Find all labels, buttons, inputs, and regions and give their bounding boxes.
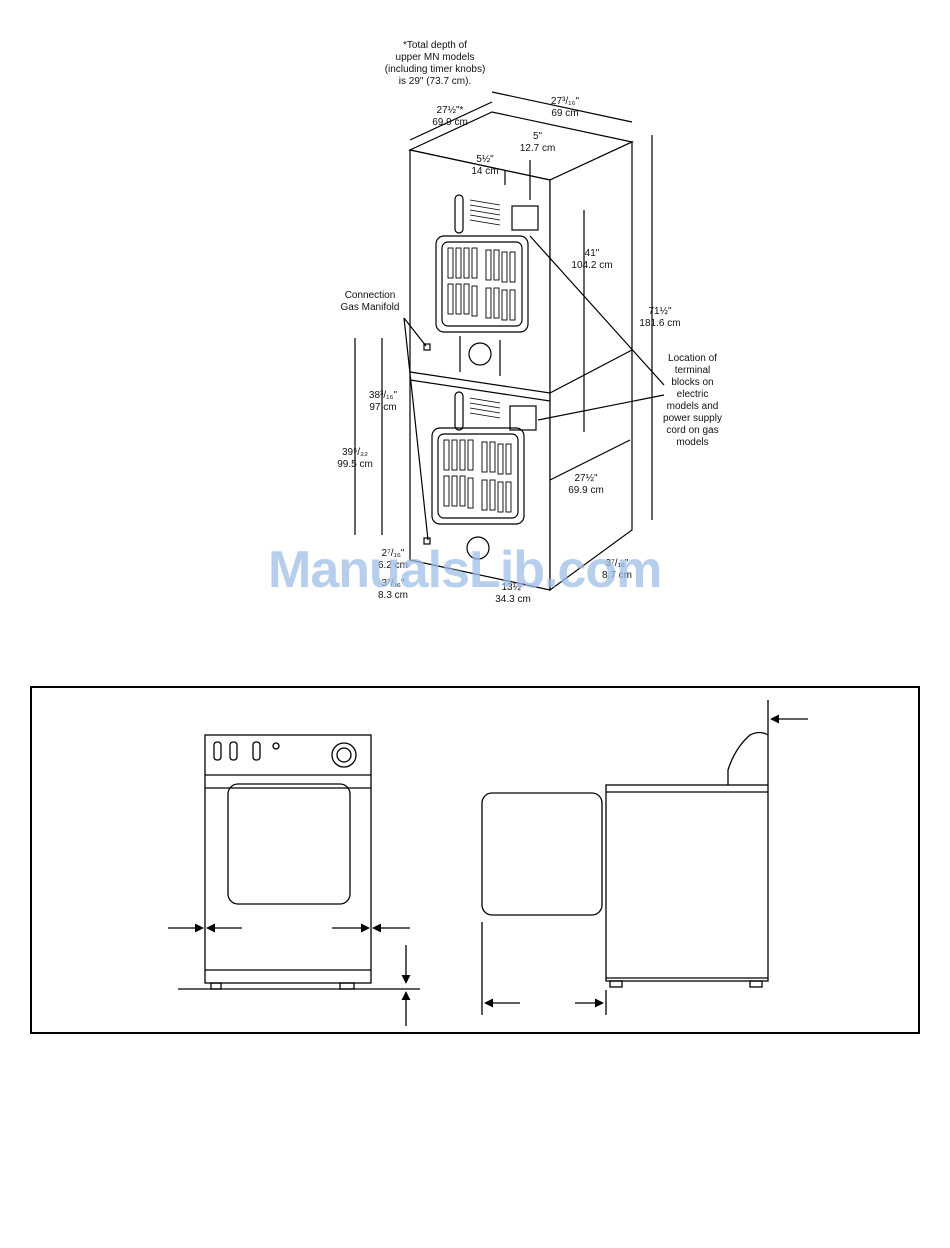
dim-5in: 5"12.7 cm [519, 131, 556, 154]
dim-71: 71½"181.6 cm [639, 306, 681, 329]
total-depth-note: *Total depth of upper MN models (includi… [384, 40, 486, 87]
stacked-unit-diagram [354, 91, 665, 592]
dim-41: 41"104.2 cm [571, 248, 613, 271]
clearance-diagram-frame [30, 686, 920, 1034]
dim-13: 13½"34.3 cm [495, 582, 531, 605]
dim-37: 3⁷/₁₆"8.7 cm [601, 558, 632, 581]
dim-2-7-16: 2⁷/₁₆"6.2 cm [377, 548, 408, 571]
dim-5half: 5½"14 cm [471, 154, 499, 177]
dim-3-8: 3⁷/₁₆"8.3 cm [377, 578, 408, 601]
dim-top-depth: 27½"*69.9 cm [432, 105, 468, 128]
dim-27-side: 27½"69.9 cm [568, 473, 604, 496]
dim-top-width: 27³/₁₆"69 cm [550, 96, 580, 119]
dim-38: 38³/₁₆"97 cm [368, 390, 398, 413]
